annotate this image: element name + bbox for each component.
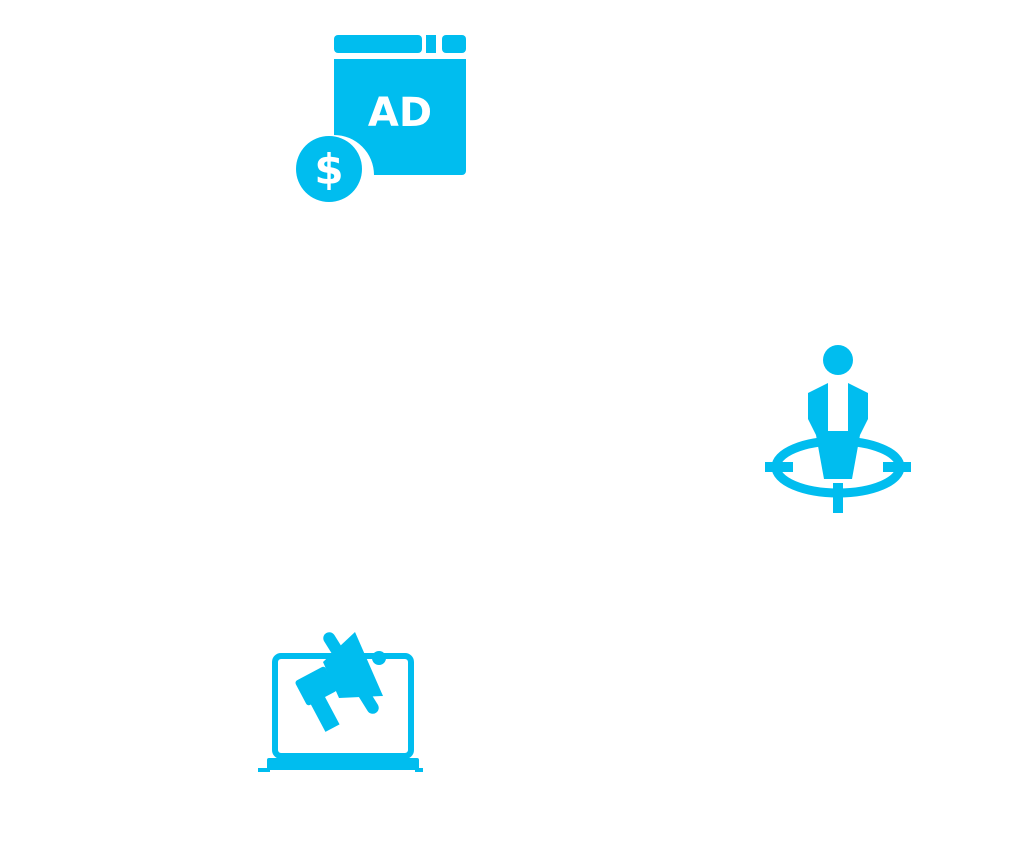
- megaphone-icon: [295, 632, 386, 732]
- dollar-symbol: $: [314, 145, 343, 194]
- target-audience-icon: [765, 345, 911, 513]
- person-body-icon: [808, 383, 868, 479]
- dollar-coin-icon: $: [296, 136, 362, 202]
- person-head-icon: [823, 345, 853, 375]
- ad-label: AD: [368, 90, 432, 136]
- ad-payment-icon: AD $: [296, 35, 466, 202]
- laptop-megaphone-icon: [258, 632, 423, 772]
- browser-window-icon: [334, 35, 466, 175]
